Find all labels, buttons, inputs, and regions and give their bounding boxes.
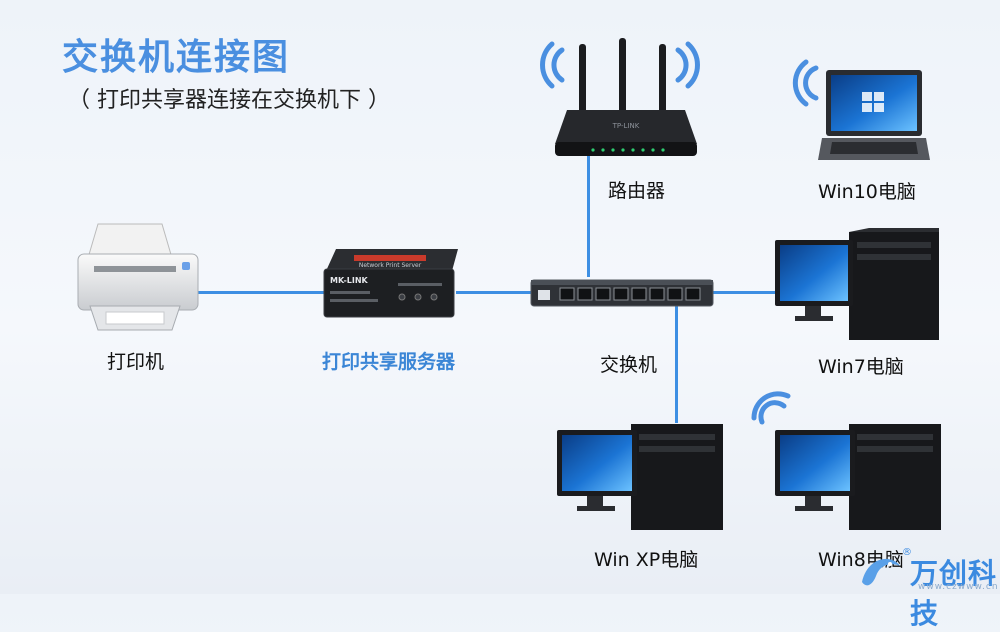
label-switch: 交换机: [600, 354, 658, 376]
label-winxp: Win XP电脑: [594, 549, 699, 571]
label-printer: 打印机: [107, 351, 165, 373]
wire-switch-win7: [710, 291, 780, 294]
label-win10: Win10电脑: [818, 181, 916, 203]
label-win7: Win7电脑: [818, 356, 904, 378]
desktop-pc-icon-win7: [775, 228, 939, 340]
wifi-signal-icon: [540, 41, 700, 89]
wifi-signal-icon-win10: [792, 59, 819, 107]
wire-printer-server: [190, 291, 330, 294]
label-router: 路由器: [608, 180, 666, 202]
wire-switch-winxp: [675, 305, 678, 423]
switch-icon: [530, 279, 714, 307]
laptop-icon: [818, 70, 930, 160]
desktop-pc-icon-winxp: [557, 424, 723, 530]
print-server-subtext: Network Print Server: [359, 262, 422, 269]
logo-name: 万创科技: [910, 557, 998, 630]
logo-url: www.czwww.cn: [918, 582, 999, 592]
router-brand: TP-LINK: [612, 122, 640, 130]
router-icon: TP-LINK: [555, 38, 697, 156]
wire-router-switch: [587, 155, 590, 277]
wire-server-switch: [456, 291, 536, 294]
printer-icon: [77, 223, 199, 331]
desktop-pc-icon-win8: [775, 424, 941, 530]
label-print-server: 打印共享服务器: [322, 351, 456, 373]
logo-fish-icon: [862, 558, 900, 586]
print-server-icon: Network Print Server MK-LINK: [323, 249, 458, 318]
wifi-signal-icon-win8: [751, 391, 791, 425]
print-server-brand: MK-LINK: [330, 276, 369, 285]
diagram-subtitle: （ 打印共享器连接在交换机下 ）: [68, 88, 390, 113]
logo-registered-mark: ®: [902, 547, 912, 558]
diagram-title: 交换机连接图: [62, 37, 291, 78]
